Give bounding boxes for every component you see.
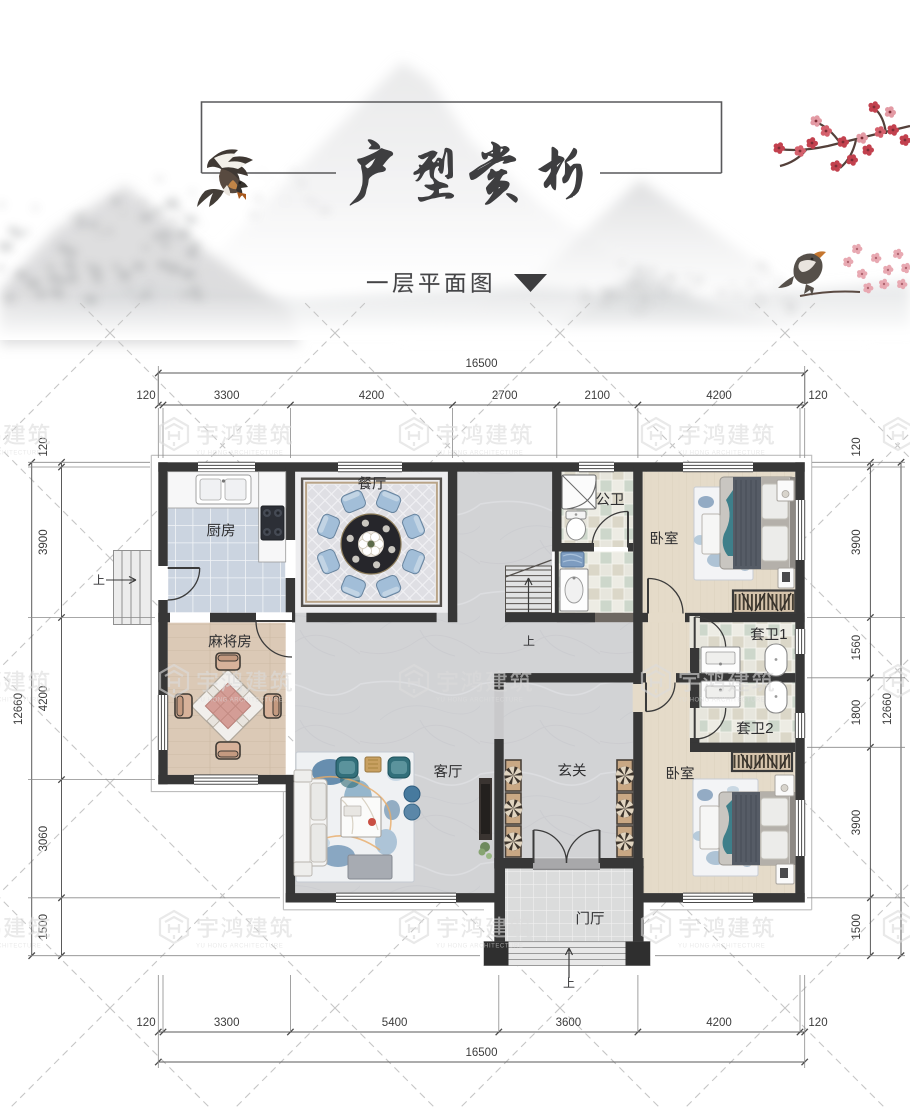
svg-text:120: 120 [808,390,827,402]
svg-text:3300: 3300 [214,390,240,402]
svg-text:4200: 4200 [706,1017,732,1029]
svg-text:120: 120 [136,390,155,402]
svg-text:3300: 3300 [214,1017,240,1029]
svg-text:3900: 3900 [851,529,863,555]
svg-text:4200: 4200 [38,686,50,712]
svg-text:1800: 1800 [851,700,863,726]
svg-text:3060: 3060 [38,826,50,852]
svg-text:12660: 12660 [882,693,894,725]
svg-text:120: 120 [851,437,863,456]
svg-text:4200: 4200 [359,390,385,402]
svg-text:3900: 3900 [38,529,50,555]
svg-text:2100: 2100 [585,390,611,402]
svg-text:3600: 3600 [556,1017,582,1029]
svg-text:120: 120 [136,1017,155,1029]
svg-text:16500: 16500 [466,1047,498,1059]
svg-text:3900: 3900 [851,810,863,836]
svg-text:5400: 5400 [382,1017,408,1029]
svg-text:2: 2 [765,720,773,737]
svg-text:1500: 1500 [851,914,863,940]
svg-text:120: 120 [808,1017,827,1029]
svg-text:2700: 2700 [492,390,518,402]
svg-text:16500: 16500 [466,358,498,370]
svg-text:1: 1 [779,626,787,643]
svg-text:4200: 4200 [706,390,732,402]
svg-text:1560: 1560 [851,635,863,661]
